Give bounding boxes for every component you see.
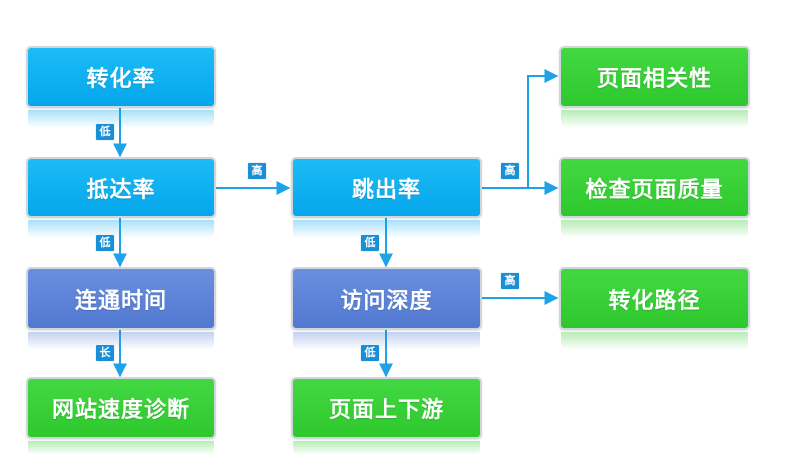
edge-badge-high: 高 [500, 162, 520, 180]
node-label: 检查页面质量 [585, 177, 724, 203]
node-bounce-rate: 跳出率 [291, 157, 482, 218]
node-label: 网站速度诊断 [51, 398, 190, 423]
node-label: 跳出率 [351, 177, 421, 203]
node-label: 访问深度 [340, 288, 433, 314]
edge-badge-low: 低 [95, 123, 115, 141]
edge-bounce-relevance [527, 69, 559, 188]
node-label: 转化路径 [608, 288, 701, 314]
edge-badge-low: 低 [360, 234, 380, 252]
edge-badge-long: 长 [95, 344, 115, 362]
node-site-speed-diag: 网站速度诊断 [26, 377, 216, 439]
node-connect-time: 连通时间 [26, 267, 216, 330]
node-conversion-path: 转化路径 [559, 267, 750, 330]
node-conversion-rate: 转化率 [26, 46, 216, 108]
node-arrival-rate: 抵达率 [26, 157, 216, 218]
node-page-updown: 页面上下游 [291, 377, 482, 439]
node-label: 连通时间 [74, 288, 167, 314]
node-label: 页面上下游 [328, 398, 444, 423]
node-label: 转化率 [86, 67, 156, 92]
node-page-relevance: 页面相关性 [559, 46, 750, 108]
edge-badge-low: 低 [95, 234, 115, 252]
node-label: 页面相关性 [596, 67, 712, 92]
node-label: 抵达率 [86, 177, 156, 203]
edge-badge-high: 高 [247, 162, 267, 180]
edge-badge-high: 高 [500, 272, 520, 290]
node-visit-depth: 访问深度 [291, 267, 482, 330]
edge-badge-low: 低 [360, 344, 380, 362]
node-check-page-quality: 检查页面质量 [559, 157, 750, 218]
